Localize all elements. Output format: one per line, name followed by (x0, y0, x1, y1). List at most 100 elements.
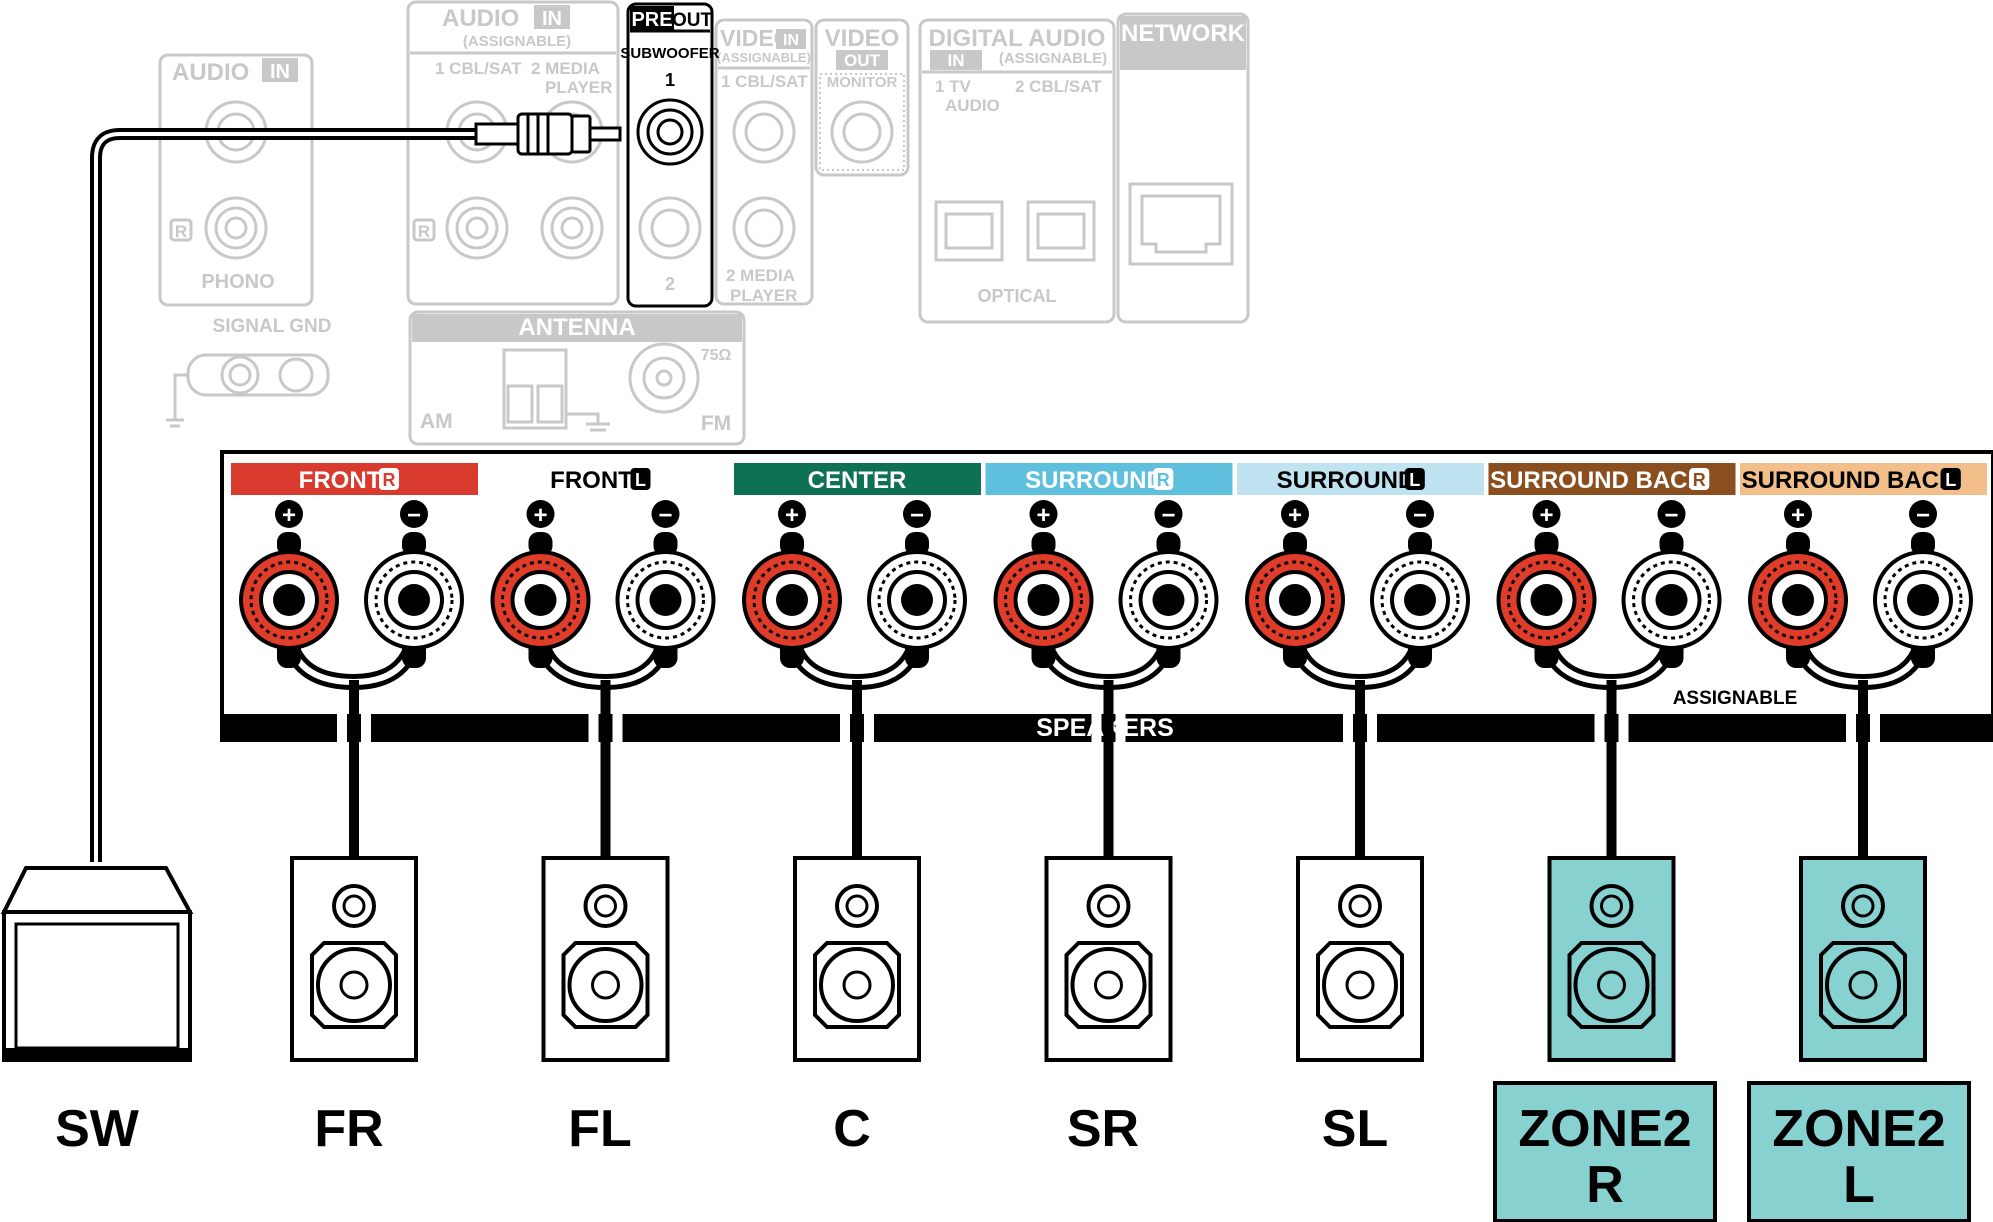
channel-side-badge: L (1409, 470, 1420, 490)
fm-terminal (628, 342, 700, 414)
channel-header-bg (231, 463, 478, 495)
speaker-label-fr: FR (314, 1100, 383, 1158)
plus-post (528, 532, 553, 556)
subwoofer-cable (90, 112, 622, 862)
channel-name: FRONT (550, 467, 633, 494)
channel-name: SURROUND (1277, 467, 1416, 494)
zone2-r-label-line2: R (1586, 1156, 1624, 1214)
video-in-badge: IN (783, 32, 799, 49)
minus-marker (1657, 500, 1686, 528)
channel-side-badge-bg (379, 468, 399, 490)
speaker-label-fl: FL (568, 1100, 632, 1158)
audio-in-phono-title: AUDIO (172, 59, 249, 86)
digital-audio-assignable: (ASSIGNABLE) (999, 50, 1107, 67)
audio-in-badge: IN (542, 8, 562, 30)
channel-side-badge: L (635, 470, 646, 490)
antenna-am-label: AM (420, 410, 453, 433)
channel-name: SURROUND BACK (1742, 467, 1957, 494)
plus-sign: + (1288, 502, 1302, 529)
speaker-c (793, 856, 921, 1062)
channel-side-badge: R (383, 470, 396, 490)
channel-header-bg (734, 463, 981, 495)
plus-marker (1532, 500, 1561, 528)
video-in-input2-label-2: PLAYER (730, 286, 797, 305)
plus-marker (1281, 500, 1309, 528)
audio-in-badge-bg (534, 5, 570, 29)
channel-side-badge: R (1157, 470, 1170, 490)
video-out-monitor-label: MONITOR (827, 74, 898, 91)
video-in-input2-label-1: 2 MEDIA (726, 266, 795, 285)
channel-name: SURROUND (1025, 467, 1164, 494)
speakers (290, 856, 1927, 1062)
plus-sign: + (1036, 502, 1050, 529)
speaker-wire (600, 680, 611, 860)
antenna-block: ANTENNA AM 75Ω FM (408, 310, 746, 446)
antenna-header-bg (412, 314, 742, 342)
am-terminal (502, 348, 610, 432)
channel-side-badge-bg (1689, 468, 1710, 490)
phono-r-mark: R (175, 222, 187, 241)
plus-post (780, 532, 804, 556)
zone2-r-label-line1: ZONE2 (1518, 1100, 1691, 1158)
plus-sign: + (785, 502, 799, 529)
video-in-badge-bg (776, 29, 806, 49)
minus-post (1659, 532, 1684, 556)
audio-in-phono-badge-bg (262, 58, 298, 82)
phono-label: PHONO (201, 271, 274, 293)
minus-sign: − (1916, 502, 1930, 529)
plus-post (1031, 532, 1056, 556)
plus-sign: + (1791, 502, 1805, 529)
plus-marker (1784, 500, 1812, 528)
minus-sign: − (658, 502, 672, 529)
speaker-label-sr: SR (1067, 1100, 1139, 1158)
antenna-title: ANTENNA (518, 314, 635, 341)
speaker-fr (290, 856, 418, 1062)
plus-marker (526, 500, 555, 528)
minus-post (1408, 532, 1432, 556)
minus-post (1911, 532, 1935, 556)
speaker-wires (337, 680, 1880, 860)
digital-audio-input1-label-2: AUDIO (945, 96, 1000, 115)
minus-marker (903, 500, 931, 528)
minus-post (653, 532, 678, 556)
antenna-fm-label: FM (701, 412, 731, 435)
minus-post (402, 532, 426, 556)
channel-name: CENTER (808, 467, 907, 494)
audio-in-assignable: (ASSIGNABLE) (463, 33, 571, 50)
plus-post (1786, 532, 1810, 556)
optical-port-1 (934, 200, 1004, 262)
minus-marker (1154, 500, 1183, 528)
zone2-l-label-line1: ZONE2 (1772, 1100, 1945, 1158)
network-header-bg (1120, 16, 1246, 70)
minus-sign: − (910, 502, 924, 529)
speaker-wire (1103, 680, 1114, 860)
plus-sign: + (533, 502, 547, 529)
speaker-fl (541, 856, 670, 1062)
optical-label: OPTICAL (978, 286, 1057, 306)
antenna-ohm-label: 75Ω (701, 347, 732, 364)
minus-post (905, 532, 929, 556)
speaker-wire (1858, 680, 1868, 860)
audio-in-r-mark: R (418, 222, 430, 241)
plus-marker (275, 500, 303, 528)
terminal-pair-surround-l: +− (1245, 500, 1470, 691)
minus-sign: − (1664, 502, 1678, 529)
digital-audio-title: DIGITAL AUDIO (929, 25, 1106, 52)
channel-header-bg (1237, 463, 1484, 495)
minus-marker (400, 500, 428, 528)
channel-side-badge: R (1693, 470, 1706, 490)
minus-marker (1909, 500, 1937, 528)
plus-sign: + (282, 502, 296, 529)
audio-in-assignable-block: AUDIO IN (ASSIGNABLE) 1 CBL/SAT 2 MEDIA … (406, 0, 620, 306)
optical-port-2 (1026, 200, 1096, 262)
subwoofer-jack-2-label: 2 (665, 274, 675, 294)
phono-r-jack (204, 196, 268, 260)
audio-in-input2-label-2: PLAYER (545, 78, 612, 97)
signal-gnd-label: SIGNAL GND (213, 316, 332, 337)
minus-post (1156, 532, 1181, 556)
network-block: NETWORK (1116, 12, 1250, 324)
minus-sign: − (1161, 502, 1175, 529)
